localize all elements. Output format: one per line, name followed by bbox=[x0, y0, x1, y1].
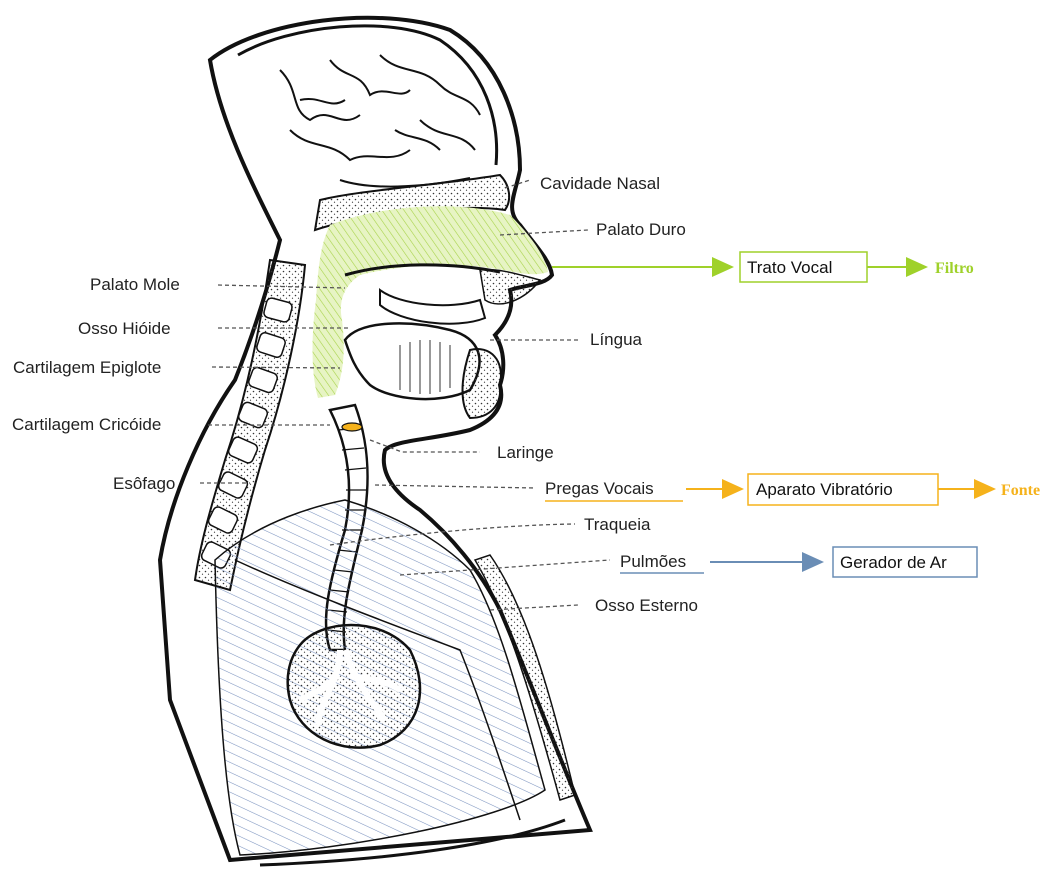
text-trato-vocal: Trato Vocal bbox=[747, 258, 832, 277]
arrow-head-filtro bbox=[906, 257, 928, 277]
label-cartilagem-cricoide: Cartilagem Cricóide bbox=[12, 415, 161, 434]
arrow-head-trato bbox=[712, 257, 734, 277]
text-aparato-vibratorio: Aparato Vibratório bbox=[756, 480, 893, 499]
text-filtro: Filtro bbox=[935, 260, 974, 277]
label-laringe: Laringe bbox=[497, 443, 554, 462]
bronchi-heart bbox=[288, 625, 420, 748]
arrow-head-pregas bbox=[722, 479, 744, 499]
lower-jaw bbox=[463, 349, 501, 418]
label-cavidade-nasal: Cavidade Nasal bbox=[540, 174, 660, 193]
label-esofago: Esôfago bbox=[113, 474, 175, 493]
vocal-folds-marker bbox=[342, 423, 362, 431]
flow-vocal-tract: Trato Vocal Filtro bbox=[552, 252, 974, 282]
label-osso-esterno: Osso Esterno bbox=[595, 596, 698, 615]
text-gerador-de-ar: Gerador de Ar bbox=[840, 553, 947, 572]
label-traqueia: Traqueia bbox=[584, 515, 651, 534]
left-labels: Palato Mole Osso Hióide Cartilagem Epigl… bbox=[12, 275, 180, 493]
label-pulmoes: Pulmões bbox=[620, 552, 686, 571]
arrow-head-pulmoes bbox=[802, 552, 824, 572]
label-palato-mole: Palato Mole bbox=[90, 275, 180, 294]
text-fonte: Fonte bbox=[1001, 482, 1040, 499]
label-pregas-vocais: Pregas Vocais bbox=[545, 479, 654, 498]
anatomy-illustration bbox=[160, 18, 590, 865]
label-osso-hioide: Osso Hióide bbox=[78, 319, 171, 338]
flow-air: Gerador de Ar bbox=[710, 547, 977, 577]
label-palato-duro: Palato Duro bbox=[596, 220, 686, 239]
arrow-head-fonte bbox=[974, 479, 996, 499]
label-lingua: Língua bbox=[590, 330, 643, 349]
flow-vibratory: Aparato Vibratório Fonte bbox=[686, 474, 1040, 505]
label-cartilagem-epiglote: Cartilagem Epiglote bbox=[13, 358, 161, 377]
